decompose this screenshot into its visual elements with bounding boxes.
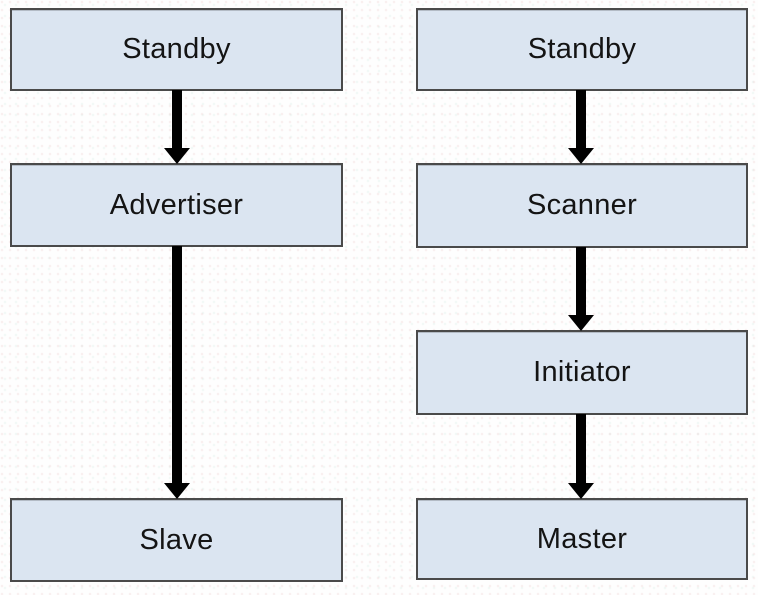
- arrow-shaft: [172, 90, 182, 148]
- node-label: Initiator: [533, 356, 631, 388]
- node-label: Standby: [122, 33, 231, 65]
- node-label: Standby: [527, 33, 637, 65]
- node-label: Scanner: [526, 189, 638, 221]
- arrow-scanner-to-initiator-icon: [568, 247, 594, 331]
- node-master: Master: [416, 498, 748, 580]
- arrow-shaft: [576, 90, 586, 148]
- arrow-initiator-to-master-icon: [568, 414, 594, 499]
- node-scanner: Scanner: [416, 163, 748, 248]
- node-label: Master: [536, 522, 628, 555]
- arrow-standby-to-advertiser-icon: [164, 90, 190, 164]
- arrow-shaft: [172, 246, 182, 483]
- arrow-standby-to-scanner-icon: [568, 90, 594, 164]
- node-label: Slave: [139, 523, 214, 556]
- arrow-head: [568, 315, 594, 331]
- arrow-head: [568, 483, 594, 499]
- arrow-shaft: [576, 247, 586, 315]
- node-advertiser: Advertiser: [10, 163, 343, 247]
- arrow-head: [164, 483, 190, 499]
- node-standby-left: Standby: [10, 8, 343, 91]
- arrow-advertiser-to-slave-icon: [164, 246, 190, 499]
- node-standby-right: Standby: [416, 8, 748, 91]
- node-initiator: Initiator: [416, 330, 748, 415]
- arrow-head: [568, 148, 594, 164]
- node-slave: Slave: [10, 498, 343, 582]
- node-label: Advertiser: [109, 188, 244, 221]
- arrow-head: [164, 148, 190, 164]
- arrow-shaft: [576, 414, 586, 483]
